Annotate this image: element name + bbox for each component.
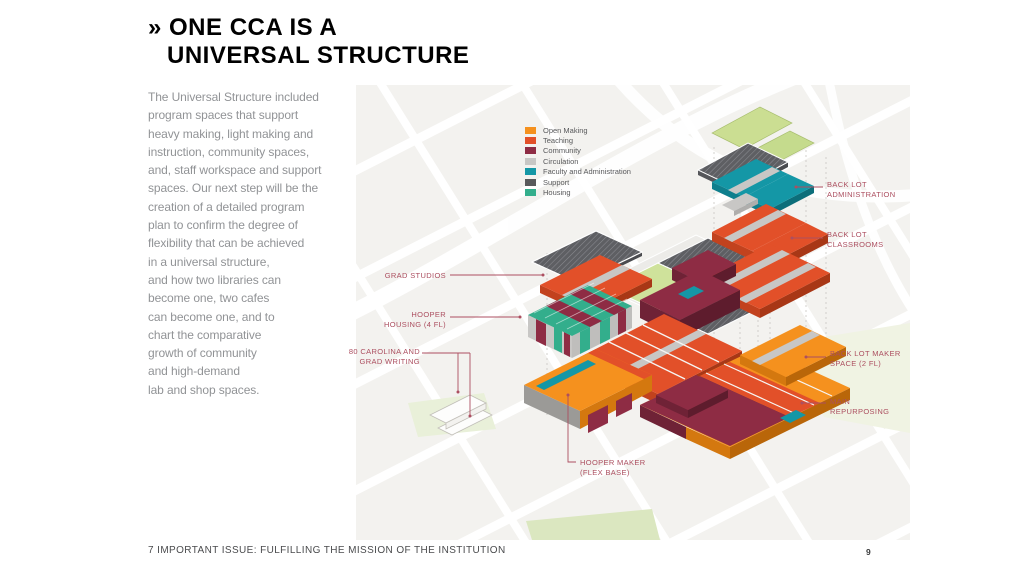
legend-swatch xyxy=(525,189,536,197)
leader-lines xyxy=(422,185,826,463)
label-text: (FLEX BASE) xyxy=(580,467,630,477)
label-text: HOUSING (4 FL) xyxy=(384,319,446,329)
label-text: MAIN xyxy=(830,397,851,406)
legend-label: Open Making xyxy=(543,125,588,135)
legend-item: Community xyxy=(525,146,631,156)
title-line-2: UNIVERSAL STRUCTURE xyxy=(167,42,470,69)
legend-item: Open Making xyxy=(525,125,631,135)
label-grad-studios: GRAD STUDIOS xyxy=(346,271,446,281)
footer-title: 7 IMPORTANT ISSUE: FULFILLING THE MISSIO… xyxy=(148,545,506,556)
legend-label: Teaching xyxy=(543,136,574,146)
legend-swatch xyxy=(525,168,536,176)
legend-swatch xyxy=(525,137,536,145)
label-text: REPURPOSING xyxy=(830,406,890,416)
legend-label: Community xyxy=(543,146,581,156)
legend-item: Circulation xyxy=(525,156,631,166)
label-text: GRAD WRITING xyxy=(359,356,420,366)
label-text: BACK LOT xyxy=(827,230,867,239)
body-paragraph: The Universal Structure included program… xyxy=(148,90,322,397)
label-text: ADMINISTRATION xyxy=(827,189,896,199)
label-text: HOOPER MAKER xyxy=(580,458,646,467)
legend-swatch xyxy=(525,126,536,134)
label-text: BACK LOT MAKER xyxy=(830,349,901,358)
axon-map-svg xyxy=(356,85,910,540)
carolina-outline-building xyxy=(429,394,493,436)
label-text: GRAD STUDIOS xyxy=(384,271,446,280)
legend-swatch xyxy=(525,157,536,165)
legend-item: Faculty and Administration xyxy=(525,167,631,177)
legend-item: Support xyxy=(525,177,631,187)
legend-item: Housing xyxy=(525,187,631,197)
label-text: HOOPER xyxy=(411,310,446,319)
back-lot-maker-building xyxy=(740,325,846,386)
label-text: SPACE (2 FL) xyxy=(830,358,882,368)
legend-item: Teaching xyxy=(525,135,631,145)
label-text: 80 CAROLINA AND xyxy=(348,347,420,356)
label-hooper-maker: HOOPER MAKER(FLEX BASE) xyxy=(580,458,645,477)
legend-swatch xyxy=(525,147,536,155)
page-number: 9 xyxy=(866,547,871,557)
label-text: BACK LOT xyxy=(827,180,867,189)
legend-label: Housing xyxy=(543,188,571,198)
hooper-maker-building xyxy=(524,349,652,433)
label-text: CLASSROOMS xyxy=(827,239,884,249)
title-line-1: » ONE CCA IS A xyxy=(148,14,338,41)
page-title: » ONE CCA IS A UNIVERSAL STRUCTURE xyxy=(148,14,469,70)
legend-label: Faculty and Administration xyxy=(543,167,631,177)
legend-swatch xyxy=(525,178,536,186)
hooper-housing-building xyxy=(528,282,632,358)
legend-label: Support xyxy=(543,177,570,187)
legend-label: Circulation xyxy=(543,156,579,166)
